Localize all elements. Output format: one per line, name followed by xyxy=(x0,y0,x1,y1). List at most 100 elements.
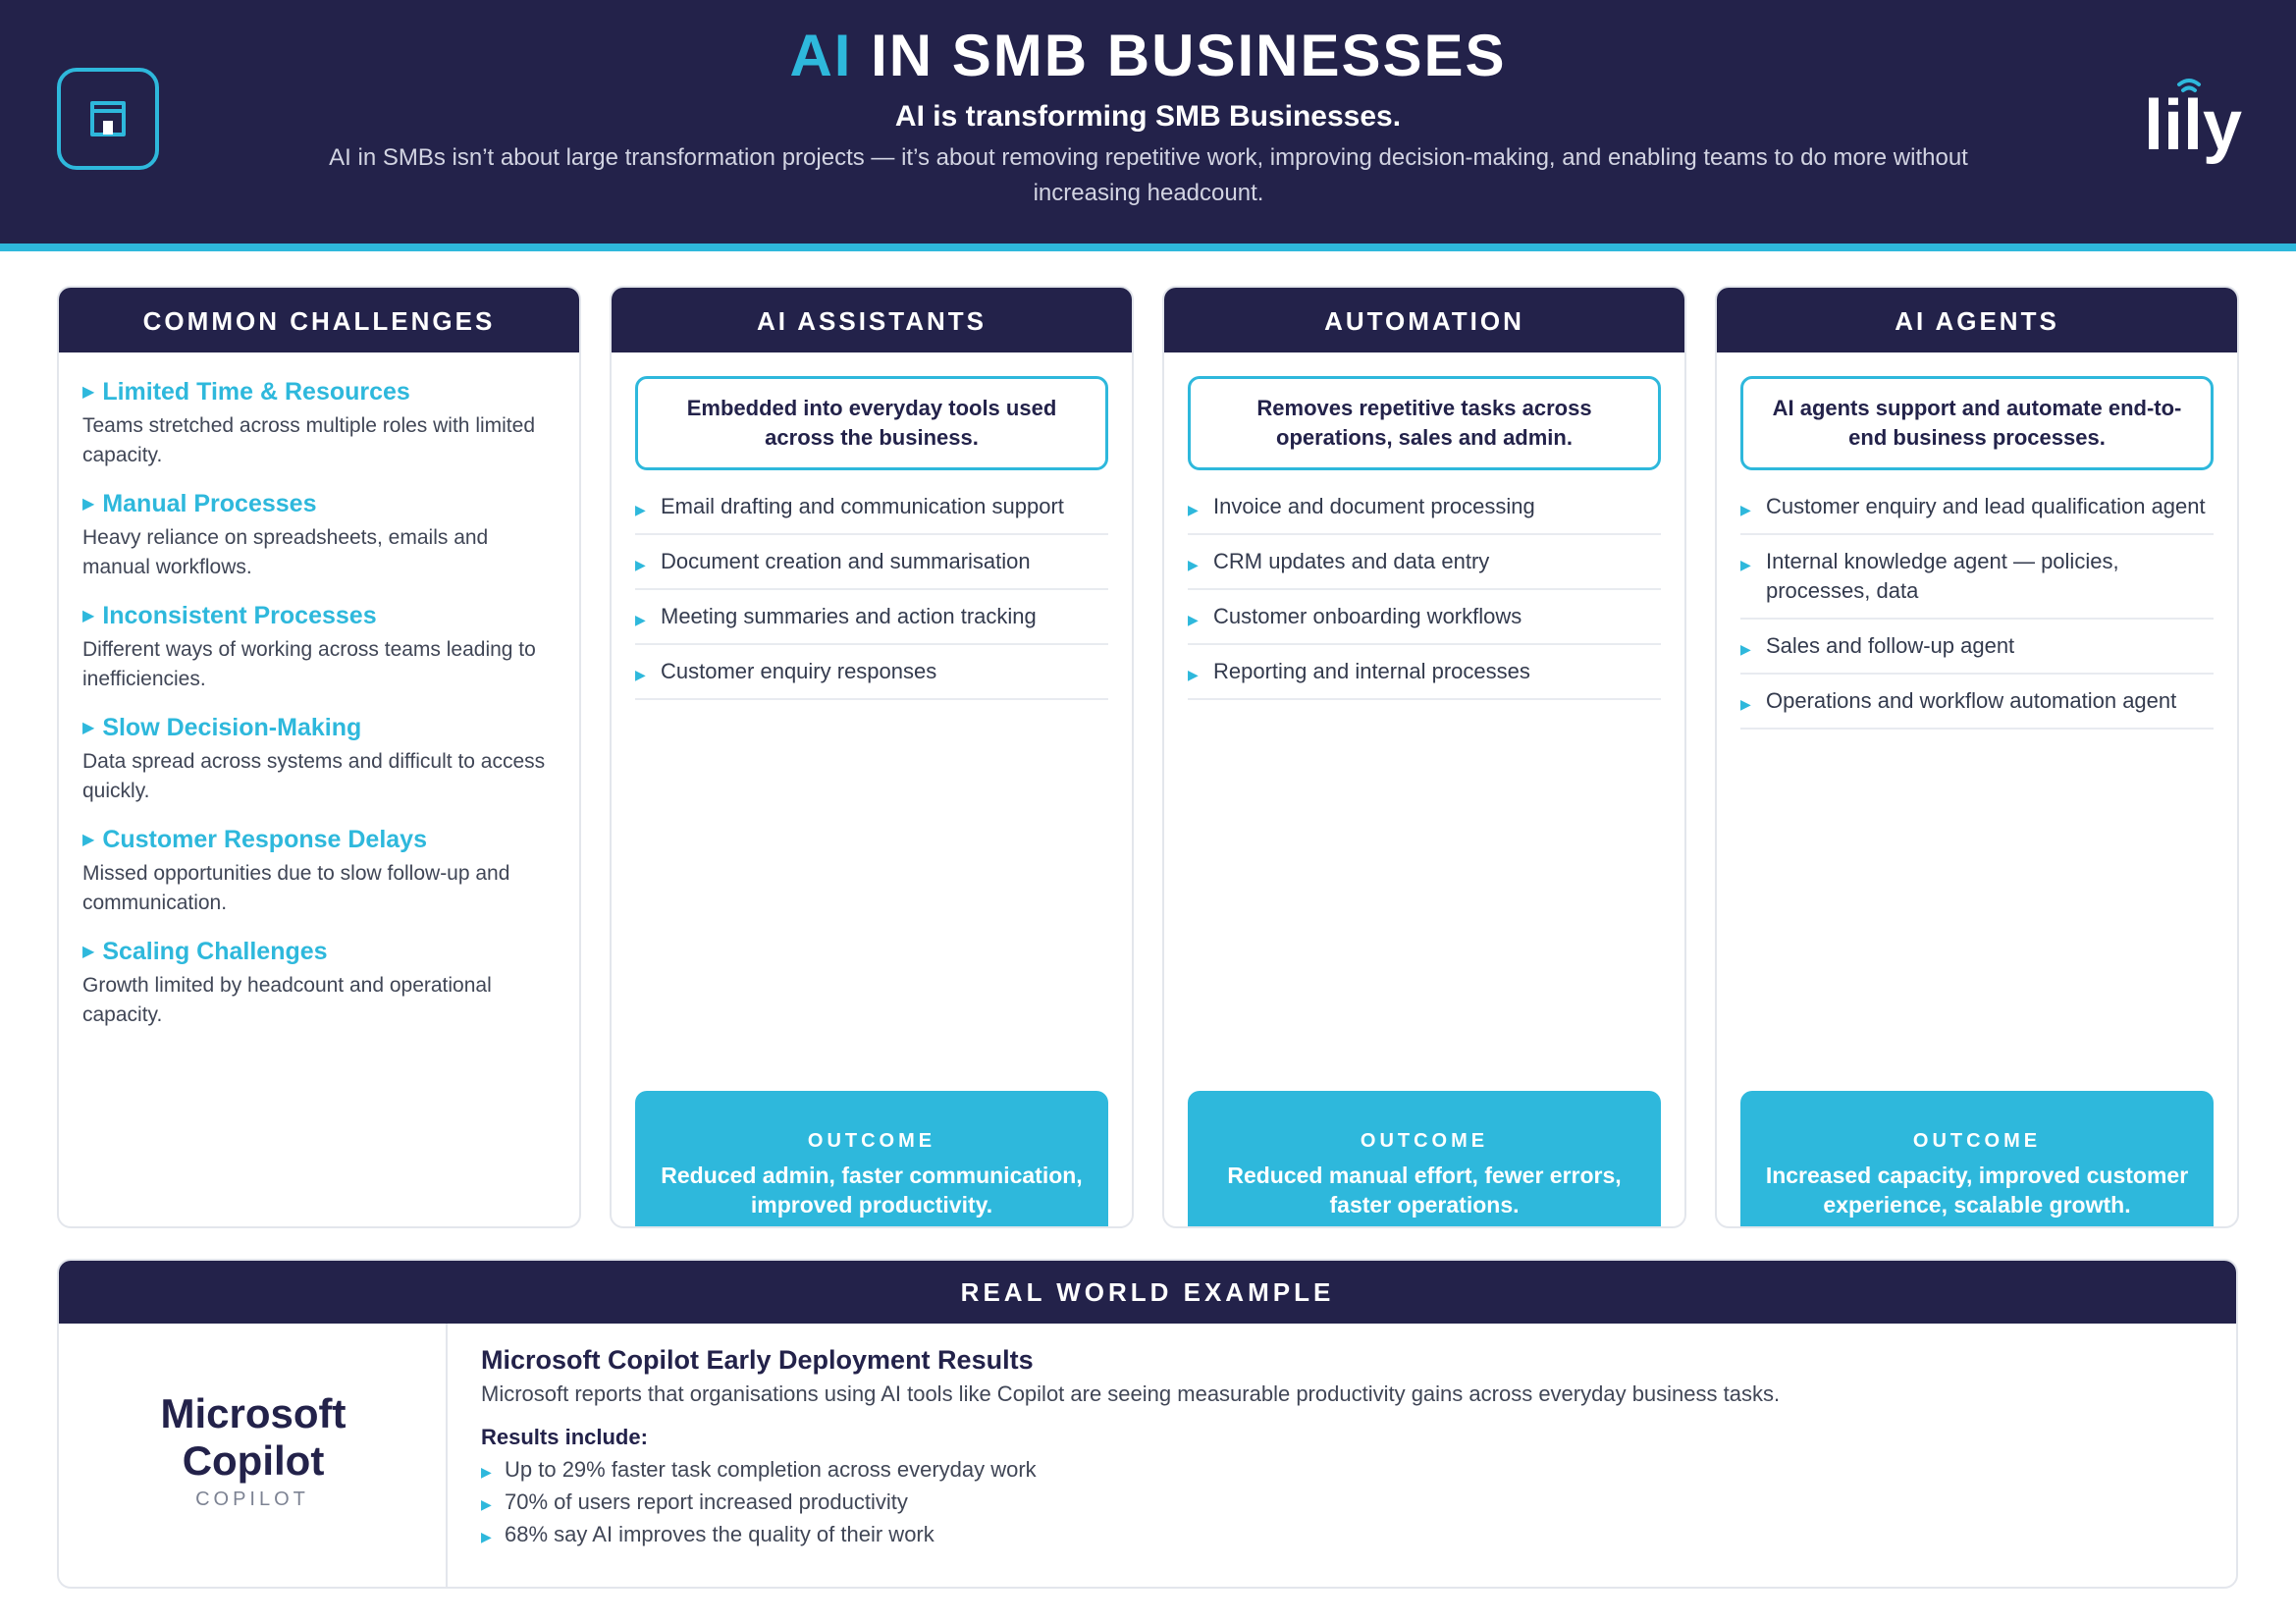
column-callout: Embedded into everyday tools used across… xyxy=(635,376,1108,470)
copilot-brand-sub: COPILOT xyxy=(195,1489,309,1510)
challenge-desc: Growth limited by headcount and operatio… xyxy=(82,974,492,1026)
automation-column: AUTOMATION Removes repetitive tasks acro… xyxy=(1162,286,1686,1228)
outcome-label: OUTCOME xyxy=(1912,1130,2042,1152)
real-world-title: Microsoft Copilot Early Deployment Resul… xyxy=(481,1345,1034,1375)
column-bullets: ▶ Email drafting and communication suppor… xyxy=(635,480,1108,700)
list-item: ▶ Invoice and document processing xyxy=(1188,480,1661,535)
list-item: ▶ Customer enquiry responses xyxy=(635,645,1108,700)
list-item-text: Email drafting and communication support xyxy=(661,494,1064,518)
triangle-bullet-icon: ▶ xyxy=(635,502,646,517)
challenge-title: Customer Response Delays xyxy=(102,826,427,853)
outcome-label: OUTCOME xyxy=(807,1130,936,1152)
challenges-column: COMMON CHALLENGES ▶Limited Time & Resour… xyxy=(57,286,581,1228)
triangle-bullet-icon: ▶ xyxy=(1740,502,1751,517)
list-item-text: Reporting and internal processes xyxy=(1213,659,1530,683)
triangle-bullet-icon: ▶ xyxy=(635,667,646,682)
page-title: AI IN SMB BUSINESSES xyxy=(0,22,2296,89)
challenge-title: Slow Decision-Making xyxy=(102,714,362,741)
brand-text: lily xyxy=(2144,86,2242,165)
page-header: AI IN SMB BUSINESSES AI is transforming … xyxy=(0,0,2296,244)
list-item-text: Meeting summaries and action tracking xyxy=(661,604,1037,628)
triangle-bullet-icon: ▶ xyxy=(481,1464,492,1480)
list-item: ▶ Up to 29% faster task completion across… xyxy=(481,1453,2209,1486)
column-heading: AUTOMATION xyxy=(1164,288,1684,352)
real-world-section: REAL WORLD EXAMPLE Microsoft Copilot COP… xyxy=(57,1259,2238,1589)
triangle-bullet-icon: ▶ xyxy=(1188,557,1199,572)
page-subtitle: AI is transforming SMB Businesses. xyxy=(894,100,1402,133)
results-list: ▶ Up to 29% faster task completion across… xyxy=(481,1453,2209,1550)
list-item-text: Customer enquiry responses xyxy=(661,659,937,683)
real-world-heading: REAL WORLD EXAMPLE xyxy=(59,1261,2236,1324)
outcome-text: Increased capacity, improved customer ex… xyxy=(1765,1163,2189,1218)
challenge-desc: Missed opportunities due to slow follow-… xyxy=(82,862,510,914)
list-item-text: Sales and follow-up agent xyxy=(1766,633,2015,658)
challenge-item: ▶Limited Time & Resources Teams stretche… xyxy=(82,376,556,470)
page-intro: AI in SMBs isn’t about large transformat… xyxy=(329,144,1968,206)
list-item: ▶ 70% of users report increased productiv… xyxy=(481,1486,2209,1518)
result-text: 70% of users report increased productivi… xyxy=(505,1489,908,1514)
challenge-desc: Teams stretched across multiple roles wi… xyxy=(82,414,535,466)
challenge-desc: Heavy reliance on spreadsheets, emails a… xyxy=(82,526,489,578)
triangle-bullet-icon: ▶ xyxy=(1740,641,1751,657)
column-bullets: ▶ Invoice and document processing ▶ CRM up… xyxy=(1188,480,1661,700)
challenge-title: Inconsistent Processes xyxy=(102,602,377,629)
list-item: ▶ Document creation and summarisation xyxy=(635,535,1108,590)
list-item: ▶ Operations and workflow automation agen… xyxy=(1740,675,2214,730)
triangle-bullet-icon: ▶ xyxy=(1740,557,1751,572)
list-item: ▶ Internal knowledge agent — policies, pr… xyxy=(1740,535,2214,620)
outcome-box: OUTCOME Increased capacity, improved cus… xyxy=(1740,1091,2214,1226)
list-item-text: Invoice and document processing xyxy=(1213,494,1535,518)
triangle-bullet-icon: ▶ xyxy=(1740,696,1751,712)
outcome-box: OUTCOME Reduced admin, faster communicat… xyxy=(635,1091,1108,1226)
challenge-item: ▶Manual Processes Heavy reliance on spre… xyxy=(82,488,556,582)
list-item-text: Customer onboarding workflows xyxy=(1213,604,1522,628)
challenge-item: ▶ Slow Decision-Making Data spread across… xyxy=(82,712,556,806)
real-world-content: Microsoft Copilot Early Deployment Resul… xyxy=(481,1343,2209,1550)
result-text: Up to 29% faster task completion across … xyxy=(505,1457,1037,1482)
title-accent: AI xyxy=(789,23,853,88)
challenge-title: Scaling Challenges xyxy=(102,938,328,965)
triangle-bullet-icon: ▶ xyxy=(481,1529,492,1544)
list-item-text: Internal knowledge agent — policies, pro… xyxy=(1766,549,2119,603)
copilot-brand-name: Microsoft Copilot xyxy=(160,1390,347,1484)
ai-agents-column: AI AGENTS AI agents support and automate… xyxy=(1715,286,2239,1228)
column-heading: AI ASSISTANTS xyxy=(612,288,1132,352)
challenges-heading: COMMON CHALLENGES xyxy=(59,288,579,352)
list-item: ▶ Sales and follow-up agent xyxy=(1740,620,2214,675)
list-item: ▶ Customer onboarding workflows xyxy=(1188,590,1661,645)
triangle-bullet-icon: ▶ xyxy=(82,384,95,401)
triangle-bullet-icon: ▶ xyxy=(82,832,95,848)
triangle-bullet-icon: ▶ xyxy=(1188,667,1199,682)
triangle-bullet-icon: ▶ xyxy=(481,1496,492,1512)
triangle-bullet-icon: ▶ xyxy=(1188,502,1199,517)
column-bullets: ▶ Customer enquiry and lead qualification… xyxy=(1740,480,2214,730)
result-text: 68% say AI improves the quality of their… xyxy=(505,1522,934,1546)
outcome-label: OUTCOME xyxy=(1360,1130,1489,1152)
triangle-bullet-icon: ▶ xyxy=(1188,612,1199,627)
triangle-bullet-icon: ▶ xyxy=(82,720,95,736)
title-rest: IN SMB BUSINESSES xyxy=(852,23,1507,88)
column-callout: AI agents support and automate end-to-en… xyxy=(1740,376,2214,470)
ai-assistants-column: AI ASSISTANTS Embedded into everyday too… xyxy=(610,286,1134,1228)
challenge-item: ▶Inconsistent Processes Different ways o… xyxy=(82,600,556,694)
real-world-desc: Microsoft reports that organisations usi… xyxy=(481,1381,1781,1406)
list-item-text: Document creation and summarisation xyxy=(661,549,1031,573)
list-item-text: Customer enquiry and lead qualification … xyxy=(1766,494,2206,518)
triangle-bullet-icon: ▶ xyxy=(635,557,646,572)
challenge-title: Manual Processes xyxy=(102,490,317,517)
challenge-item: ▶ Customer Response Delays Missed opportu… xyxy=(82,824,556,918)
column-callout: Removes repetitive tasks across operatio… xyxy=(1188,376,1661,470)
list-item: ▶ Email drafting and communication suppor… xyxy=(635,480,1108,535)
copilot-brand-panel: Microsoft Copilot COPILOT xyxy=(59,1324,448,1587)
outcome-text: Reduced admin, faster communication, imp… xyxy=(661,1163,1083,1218)
challenge-item: ▶Scaling Challenges Growth limited by he… xyxy=(82,936,556,1030)
header-accent-bar xyxy=(0,244,2296,251)
list-item: ▶ Meeting summaries and action tracking xyxy=(635,590,1108,645)
triangle-bullet-icon: ▶ xyxy=(635,612,646,627)
list-item-text: Operations and workflow automation agent xyxy=(1766,688,2177,713)
challenge-desc: Data spread across systems and difficult… xyxy=(82,750,546,802)
storefront-icon xyxy=(57,68,159,170)
lily-logo: lily xyxy=(2140,69,2258,167)
list-item-text: CRM updates and data entry xyxy=(1213,549,1490,573)
list-item: ▶ 68% say AI improves the quality of thei… xyxy=(481,1518,2209,1550)
